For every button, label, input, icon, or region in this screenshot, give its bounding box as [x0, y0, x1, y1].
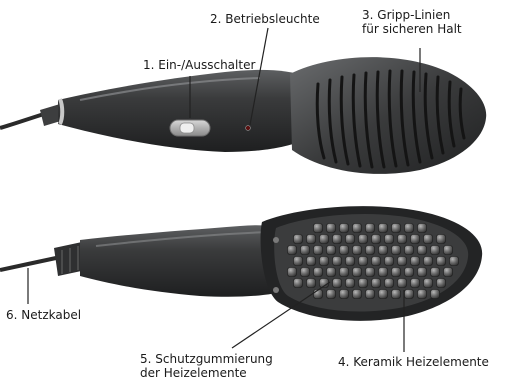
ceramic-bristle	[431, 268, 440, 277]
ceramic-bristle	[372, 257, 381, 266]
ceramic-bristle	[327, 290, 336, 299]
ceramic-bristle	[405, 224, 414, 233]
ceramic-bristle	[340, 290, 349, 299]
ceramic-bristle	[385, 257, 394, 266]
ceramic-bristle	[333, 279, 342, 288]
ceramic-bristle	[301, 268, 310, 277]
ceramic-bristle	[424, 257, 433, 266]
ceramic-bristle	[320, 257, 329, 266]
label-protective-rubber-line2: der Heizelemente	[140, 367, 247, 380]
ceramic-bristle	[379, 268, 388, 277]
ceramic-bristle	[385, 279, 394, 288]
status-light	[246, 126, 251, 131]
ceramic-bristle	[405, 290, 414, 299]
ceramic-bristle	[379, 290, 388, 299]
bottom-brush	[0, 206, 482, 321]
ceramic-bristle	[405, 246, 414, 255]
ceramic-bristle	[327, 246, 336, 255]
ceramic-bristle	[392, 268, 401, 277]
ceramic-bristle	[359, 257, 368, 266]
ceramic-bristle	[340, 224, 349, 233]
label-status-light: 2. Betriebsleuchte	[210, 13, 320, 26]
ceramic-bristle	[353, 268, 362, 277]
ceramic-bristle	[294, 257, 303, 266]
ceramic-bristle	[424, 279, 433, 288]
label-power-switch: 1. Ein-/Ausschalter	[143, 59, 255, 72]
top-cord	[0, 114, 44, 128]
ceramic-bristle	[307, 235, 316, 244]
ceramic-bristle	[437, 279, 446, 288]
ceramic-bristle	[288, 268, 297, 277]
label-power-cord: 6. Netzkabel	[6, 309, 81, 322]
ceramic-bristle	[431, 246, 440, 255]
ceramic-bristle	[392, 290, 401, 299]
ceramic-bristle	[333, 257, 342, 266]
ceramic-bristle	[418, 268, 427, 277]
ceramic-bristle	[392, 246, 401, 255]
ceramic-bristle	[359, 235, 368, 244]
ceramic-bristle	[340, 246, 349, 255]
ceramic-bristle	[431, 290, 440, 299]
ceramic-bristle	[398, 257, 407, 266]
ceramic-bristle	[346, 279, 355, 288]
ceramic-bristle	[372, 279, 381, 288]
ceramic-bristle	[359, 279, 368, 288]
ceramic-bristle	[379, 246, 388, 255]
ceramic-bristle	[398, 279, 407, 288]
ceramic-bristle	[327, 224, 336, 233]
ceramic-bristle	[392, 224, 401, 233]
ceramic-bristle	[444, 268, 453, 277]
ceramic-bristle	[444, 246, 453, 255]
ceramic-bristle	[353, 290, 362, 299]
ceramic-bristle	[314, 290, 323, 299]
top-brush	[0, 57, 486, 174]
ceramic-bristle	[385, 235, 394, 244]
label-grip-lines-line2: für sicheren Halt	[362, 23, 462, 36]
ceramic-bristle	[366, 224, 375, 233]
bottom-handle	[80, 225, 288, 297]
ceramic-bristle	[424, 235, 433, 244]
ceramic-bristle	[366, 268, 375, 277]
ceramic-bristle	[411, 279, 420, 288]
ceramic-bristle	[398, 235, 407, 244]
ceramic-bristle	[418, 246, 427, 255]
ceramic-bristle	[418, 224, 427, 233]
ceramic-bristle	[288, 246, 297, 255]
ceramic-bristle	[320, 235, 329, 244]
ceramic-bristle	[366, 290, 375, 299]
top-silver-ring	[60, 99, 62, 124]
label-grip-lines-line1: 3. Gripp-Linien	[362, 9, 450, 22]
ceramic-bristle	[307, 257, 316, 266]
ceramic-bristle	[301, 246, 310, 255]
ceramic-bristle	[340, 268, 349, 277]
top-handle	[58, 70, 305, 152]
ceramic-bristle	[372, 235, 381, 244]
ceramic-bristle	[314, 268, 323, 277]
label-ceramic-elements: 4. Keramik Heizelemente	[338, 356, 489, 369]
ceramic-bristle	[327, 268, 336, 277]
ceramic-bristle	[405, 268, 414, 277]
ceramic-bristle	[314, 224, 323, 233]
ceramic-bristle	[379, 224, 388, 233]
ceramic-bristle	[307, 279, 316, 288]
ceramic-bristle	[437, 257, 446, 266]
ceramic-bristle	[366, 246, 375, 255]
ceramic-bristle	[450, 257, 459, 266]
ceramic-bristle	[314, 246, 323, 255]
ceramic-bristle	[411, 257, 420, 266]
ceramic-bristle	[294, 235, 303, 244]
ceramic-bristle	[333, 235, 342, 244]
ceramic-bristle	[346, 257, 355, 266]
ceramic-bristle	[353, 224, 362, 233]
label-protective-rubber-line1: 5. Schutzgummierung	[140, 353, 273, 366]
ceramic-bristle	[353, 246, 362, 255]
ceramic-bristle	[294, 279, 303, 288]
ceramic-bristle	[346, 235, 355, 244]
ceramic-bristle	[437, 235, 446, 244]
ceramic-bristle	[418, 290, 427, 299]
ceramic-bristle	[411, 235, 420, 244]
